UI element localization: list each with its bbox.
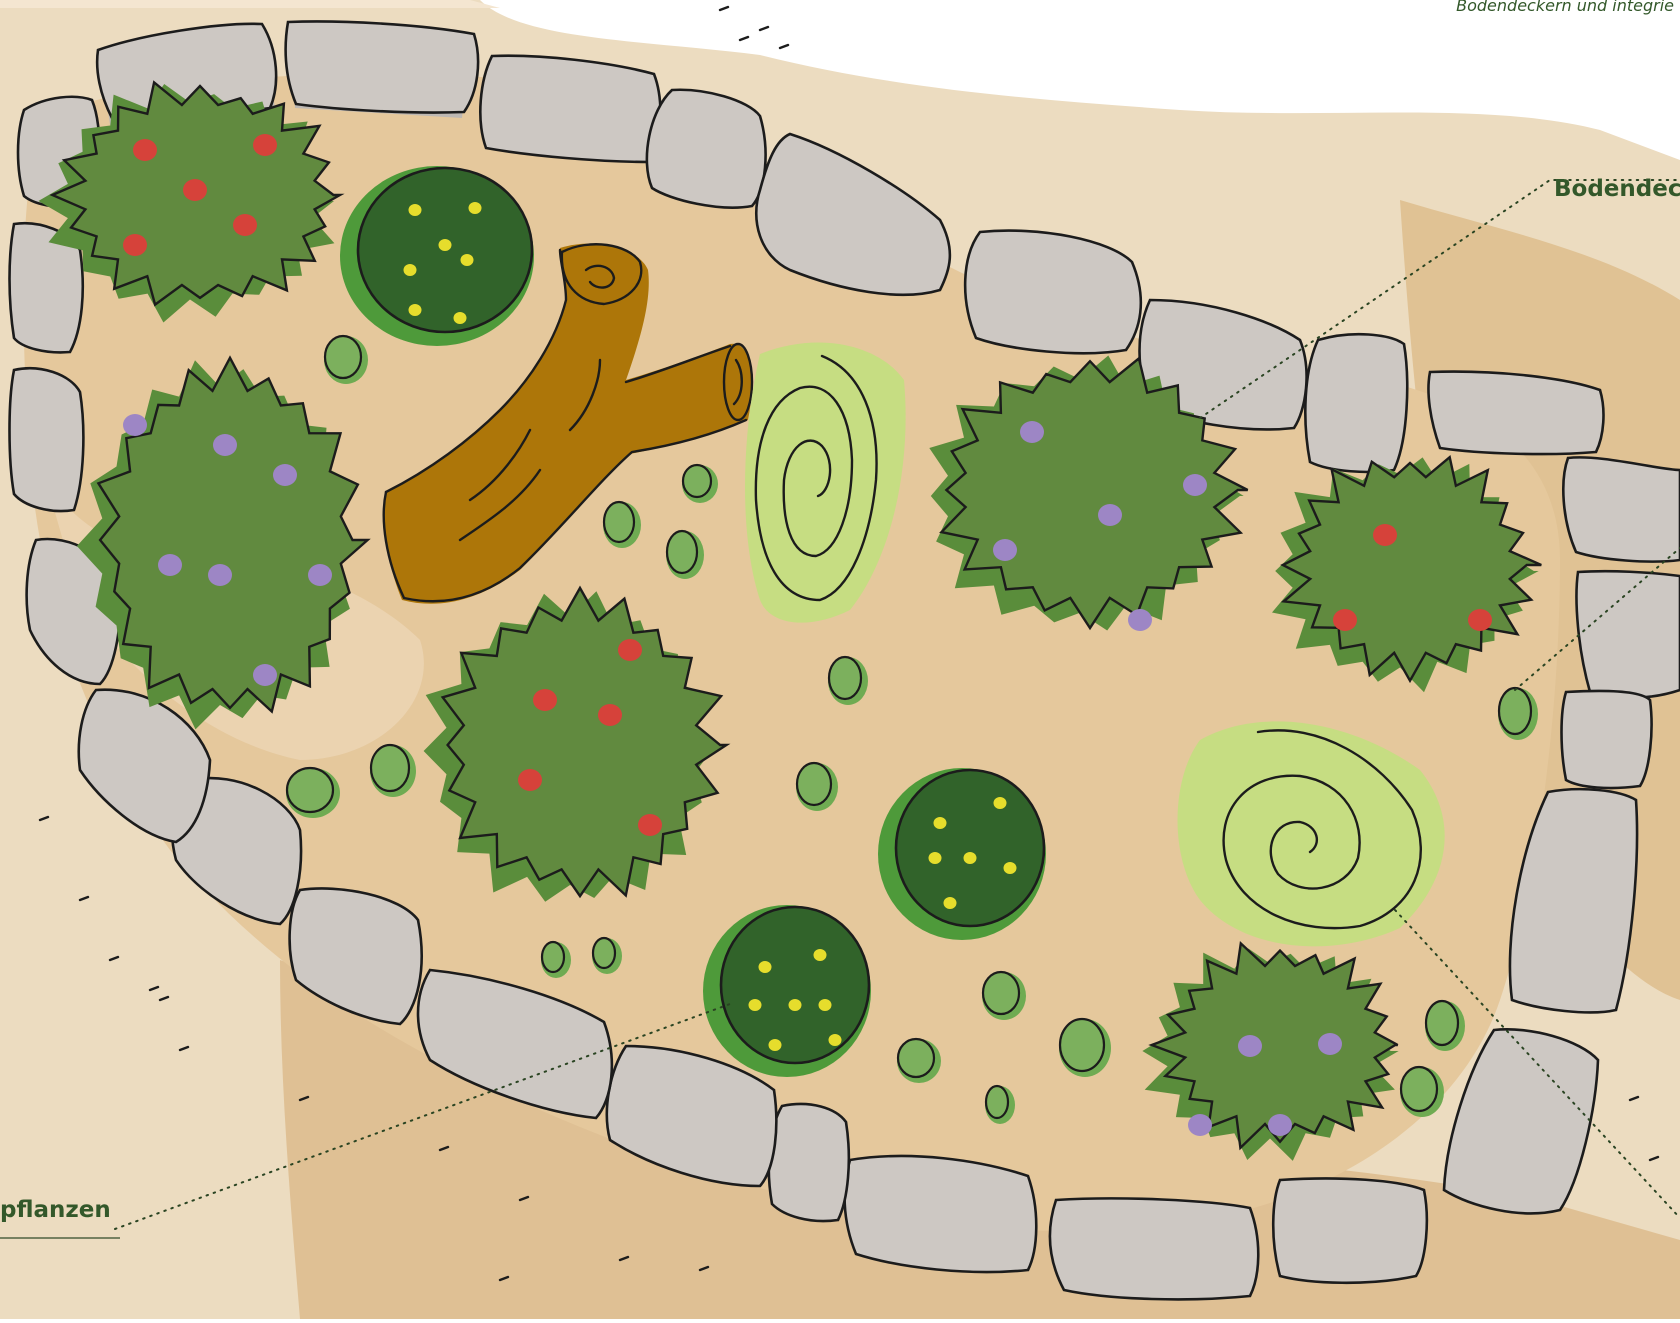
red-flower <box>598 704 622 726</box>
yellow-flower <box>469 202 482 214</box>
yellow-flower <box>454 312 467 324</box>
yellow-flower <box>404 264 417 276</box>
ground-cover-leaf <box>325 336 361 378</box>
red-flower <box>1468 609 1492 631</box>
ground-cover-leaf <box>371 745 409 791</box>
ground-cover-leaf <box>983 972 1019 1014</box>
red-flower <box>253 134 277 156</box>
yellow-flower <box>944 897 957 909</box>
purple-flower <box>213 434 237 456</box>
yellow-flower <box>994 797 1007 809</box>
purple-flower <box>208 564 232 586</box>
label-plants: pflanzen <box>0 1197 111 1223</box>
purple-flower <box>1020 421 1044 443</box>
purple-flower <box>1318 1033 1342 1055</box>
yellow-flower <box>769 1039 782 1051</box>
round-shrub <box>340 166 534 346</box>
purple-flower <box>158 554 182 576</box>
ground-cover-plant <box>666 531 704 579</box>
red-flower <box>123 234 147 256</box>
red-flower <box>133 139 157 161</box>
purple-flower <box>1183 474 1207 496</box>
ground-cover-leaf <box>1060 1019 1104 1071</box>
ground-cover-plant <box>603 502 641 548</box>
ground-cover-leaf <box>898 1039 934 1077</box>
ground-cover-plant <box>1498 688 1538 740</box>
ground-cover-leaf <box>287 768 333 812</box>
round-shrub-body <box>721 907 869 1063</box>
red-flower <box>533 689 557 711</box>
red-flower <box>233 214 257 236</box>
purple-flower <box>1188 1114 1212 1136</box>
ground-cover-plant <box>592 938 622 974</box>
purple-flower <box>1268 1114 1292 1136</box>
red-flower <box>518 769 542 791</box>
purple-flower <box>1098 504 1122 526</box>
yellow-flower <box>829 1034 842 1046</box>
red-flower <box>1333 609 1357 631</box>
purple-flower <box>1128 609 1152 631</box>
red-flower <box>1373 524 1397 546</box>
ground-cover-leaf <box>683 465 711 497</box>
ground-cover-plant <box>796 763 838 811</box>
purple-flower <box>308 564 332 586</box>
round-shrub-body <box>896 770 1044 926</box>
ground-cover-leaf <box>829 657 861 699</box>
yellow-flower <box>439 239 452 251</box>
ground-cover-leaf <box>797 763 831 805</box>
yellow-flower <box>814 949 827 961</box>
purple-flower <box>273 464 297 486</box>
label-ground-cover: Bodendeck <box>1554 176 1680 202</box>
red-flower <box>638 814 662 836</box>
ground-cover-plant <box>828 657 868 705</box>
ground-cover-leaf <box>1426 1001 1458 1045</box>
red-flower <box>618 639 642 661</box>
round-shrub <box>878 768 1046 940</box>
ground-cover-plant <box>985 1086 1015 1124</box>
purple-flower <box>253 664 277 686</box>
ground-cover-leaf <box>667 531 697 573</box>
yellow-flower <box>759 961 772 973</box>
ground-cover-leaf <box>604 502 634 542</box>
ground-cover-plant <box>982 972 1026 1020</box>
ground-cover-plant <box>370 745 416 797</box>
ground-cover-plant <box>1425 1001 1465 1051</box>
ground-cover-leaf <box>542 942 564 972</box>
caption-text: Bodendeckern und integrie <box>1456 0 1674 15</box>
purple-flower <box>1238 1035 1262 1057</box>
ground-cover-plant <box>324 336 368 384</box>
ground-cover-leaf <box>593 938 615 968</box>
red-flower <box>183 179 207 201</box>
ground-cover-plant <box>541 942 571 978</box>
purple-flower <box>993 539 1017 561</box>
yellow-flower <box>789 999 802 1011</box>
yellow-flower <box>749 999 762 1011</box>
round-shrub <box>703 905 871 1077</box>
purple-flower <box>123 414 147 436</box>
ground-cover-plant <box>897 1039 941 1083</box>
ground-cover-leaf <box>986 1086 1008 1118</box>
yellow-flower <box>1004 862 1017 874</box>
yellow-flower <box>934 817 947 829</box>
yellow-flower <box>409 204 422 216</box>
yellow-flower <box>964 852 977 864</box>
yellow-flower <box>461 254 474 266</box>
yellow-flower <box>819 999 832 1011</box>
ground-cover-plant <box>286 768 340 818</box>
ground-cover-leaf <box>1401 1067 1437 1111</box>
yellow-flower <box>409 304 422 316</box>
ground-cover-leaf <box>1499 688 1531 734</box>
ground-cover-plant <box>1059 1019 1111 1077</box>
ground-cover-plant <box>682 465 718 503</box>
yellow-flower <box>929 852 942 864</box>
ground-cover-plant <box>1400 1067 1444 1117</box>
